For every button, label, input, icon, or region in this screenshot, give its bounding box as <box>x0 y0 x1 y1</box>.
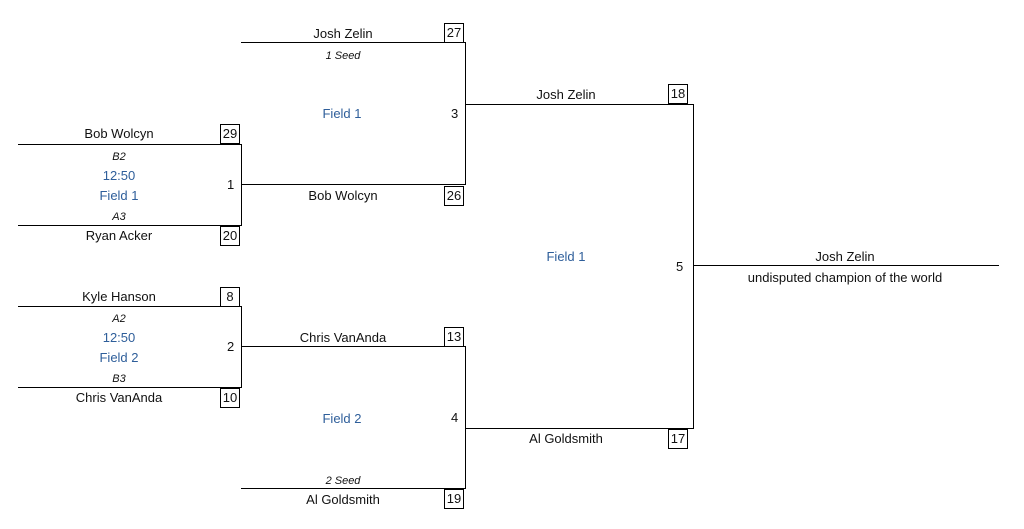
game3-out-line <box>465 104 693 105</box>
game1-top-line <box>18 144 241 145</box>
game2-field: Field 2 <box>99 350 139 365</box>
champion-line <box>693 265 999 266</box>
game1-bottom-team-name: Ryan Acker <box>85 228 153 243</box>
game4-field: Field 2 <box>322 411 362 426</box>
champion-name: Josh Zelin <box>815 249 875 264</box>
game2-out-line <box>241 346 465 347</box>
game3-top-team-name: Josh Zelin <box>313 26 373 41</box>
champion-subtitle: undisputed champion of the world <box>747 270 943 285</box>
game4-number: 4 <box>451 410 459 425</box>
game2-bottom-team-name: Chris VanAnda <box>75 390 163 405</box>
game1-field: Field 1 <box>99 188 139 203</box>
game5-bottom-team-name: Al Goldsmith <box>529 431 603 446</box>
game2-top-seed: A2 <box>112 313 126 325</box>
game1-connector <box>241 144 242 226</box>
game3-field: Field 1 <box>322 106 362 121</box>
game1-top-score: 29 <box>220 124 240 144</box>
game2-top-line <box>18 306 241 307</box>
game1-top-team-name: Bob Wolcyn <box>84 126 154 141</box>
game3-connector <box>465 42 466 185</box>
game5-field: Field 1 <box>546 249 586 264</box>
game2-connector <box>241 306 242 388</box>
game1-top-seed: B2 <box>112 151 126 163</box>
game5-top-team-name: Josh Zelin <box>536 87 596 102</box>
game5-top-score: 18 <box>668 84 688 104</box>
game3-bottom-score: 26 <box>444 186 464 206</box>
game4-bottom-line <box>241 488 465 489</box>
game5-connector <box>693 104 694 429</box>
game2-top-score: 8 <box>220 287 240 307</box>
game3-bottom-team-name: Bob Wolcyn <box>308 188 378 203</box>
game2-number: 2 <box>227 339 235 354</box>
game2-top-team-name: Kyle Hanson <box>82 289 156 304</box>
game1-number: 1 <box>227 177 235 192</box>
game4-bottom-score: 19 <box>444 489 464 509</box>
game3-top-seed: 1 Seed <box>325 50 361 62</box>
game4-top-score: 13 <box>444 327 464 347</box>
game1-out-line <box>241 184 465 185</box>
game4-out-line <box>465 428 693 429</box>
game4-bottom-seed: 2 Seed <box>325 475 361 487</box>
game1-bottom-line <box>18 225 241 226</box>
game3-top-score: 27 <box>444 23 464 43</box>
game2-time: 12:50 <box>102 330 136 345</box>
game4-bottom-team-name: Al Goldsmith <box>306 492 380 507</box>
game2-bottom-score: 10 <box>220 388 240 408</box>
game5-bottom-score: 17 <box>668 429 688 449</box>
game5-number: 5 <box>676 259 684 274</box>
game2-bottom-line <box>18 387 241 388</box>
game4-connector <box>465 346 466 489</box>
game3-number: 3 <box>451 106 459 121</box>
game2-bottom-seed: B3 <box>112 373 126 385</box>
game1-time: 12:50 <box>102 168 136 183</box>
game3-top-line <box>241 42 465 43</box>
game1-bottom-score: 20 <box>220 226 240 246</box>
game1-bottom-seed: A3 <box>112 211 126 223</box>
game4-top-team-name: Chris VanAnda <box>299 330 387 345</box>
